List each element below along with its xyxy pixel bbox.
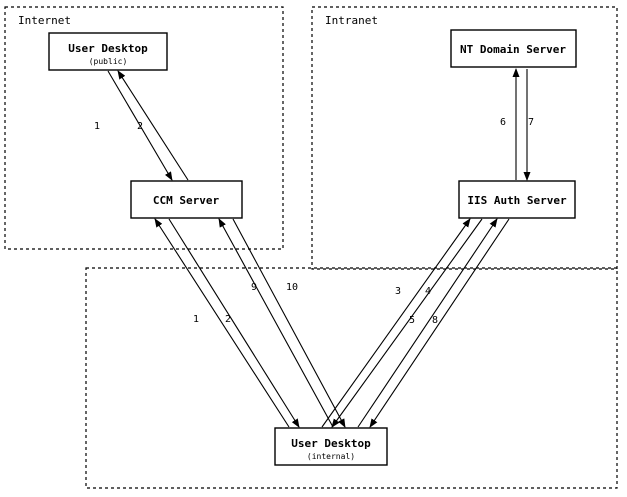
flow-label-6: 6 [500, 117, 506, 128]
node-user-desktop-public[interactable]: User Desktop (public) [48, 32, 168, 71]
zone-intranet-label: Intranet [325, 14, 378, 27]
flow-label-8: 8 [432, 315, 438, 326]
flow-5-line [357, 218, 498, 428]
flow-10-line [232, 218, 346, 428]
node-user-desktop-internal-subtitle: (internal) [307, 452, 355, 461]
flow-label-3: 3 [395, 286, 401, 297]
flow-label-2-public: 2 [137, 121, 143, 132]
node-ccm-server[interactable]: CCM Server [130, 180, 243, 219]
flow-label-7: 7 [528, 117, 534, 128]
node-iis-auth-server[interactable]: IIS Auth Server [458, 180, 576, 219]
node-ccm-server-box[interactable] [130, 180, 243, 219]
node-user-desktop-public-subtitle: (public) [89, 57, 128, 66]
zone-internet-border [4, 6, 284, 250]
flow-1-public-line [107, 70, 173, 181]
node-user-desktop-internal-box[interactable] [274, 427, 388, 466]
flow-label-5: 5 [409, 315, 415, 326]
node-nt-domain-server-title: NT Domain Server [460, 43, 566, 56]
node-ccm-server-title: CCM Server [153, 194, 220, 207]
zone-intranet-border [311, 6, 618, 270]
flow-2-public-line [117, 70, 189, 181]
node-iis-auth-server-box[interactable] [458, 180, 576, 219]
flow-label-1-internal: 1 [193, 314, 199, 325]
flow-4-line [331, 218, 483, 428]
flow-9-line [218, 218, 334, 428]
zone-internal-network-border [85, 267, 618, 489]
flow-3-line [321, 218, 471, 428]
flow-label-10: 10 [286, 282, 298, 293]
flow-8-line [369, 218, 510, 428]
node-iis-auth-server-title: IIS Auth Server [467, 194, 567, 207]
node-user-desktop-internal[interactable]: User Desktop (internal) [274, 427, 388, 466]
zone-internal-network [85, 267, 618, 489]
flow-2-internal-line [168, 218, 300, 428]
zone-internet-label: Internet [18, 14, 71, 27]
node-nt-domain-server[interactable]: NT Domain Server [450, 29, 577, 68]
node-user-desktop-internal-title: User Desktop [291, 437, 371, 450]
node-nt-domain-server-box[interactable] [450, 29, 577, 68]
flow-label-2-internal: 2 [225, 314, 231, 325]
zone-intranet: Intranet [311, 6, 618, 270]
node-user-desktop-public-title: User Desktop [68, 42, 148, 55]
zone-internet: Internet [4, 6, 284, 250]
flow-label-9: 9 [251, 282, 257, 293]
flow-1-internal-line [154, 218, 290, 428]
flow-label-1-public: 1 [94, 121, 100, 132]
flow-label-4: 4 [425, 286, 431, 297]
node-user-desktop-public-box[interactable] [48, 32, 168, 71]
